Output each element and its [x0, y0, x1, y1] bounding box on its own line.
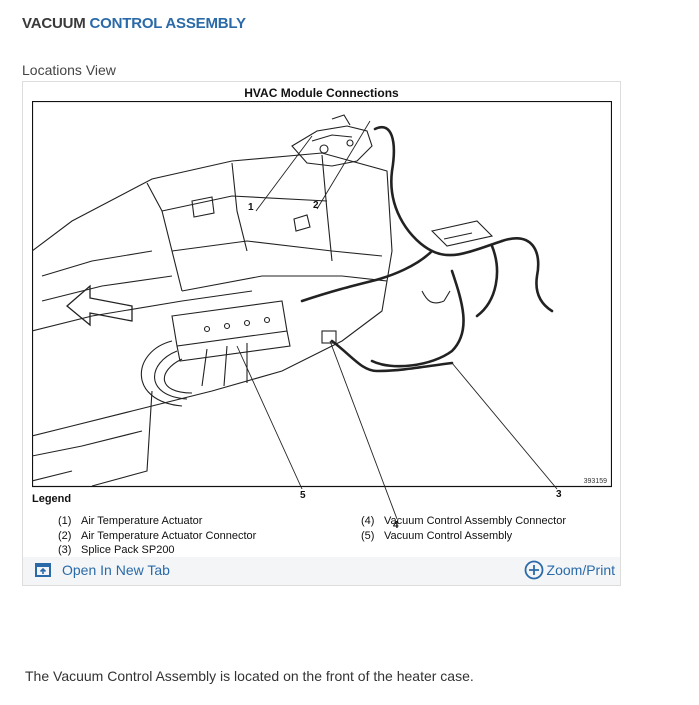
callout-2: 2 [313, 200, 319, 211]
figure-title: HVAC Module Connections [244, 86, 399, 100]
description-text: The Vacuum Control Assembly is located o… [25, 668, 474, 684]
legend-column-right: (4)Vacuum Control Assembly Connector (5)… [361, 514, 566, 543]
callout-labels: 1 2 3 4 5 [248, 200, 562, 531]
open-in-new-tab-label: Open In New Tab [62, 562, 170, 578]
wiring-harness [300, 126, 554, 373]
splice-pack [421, 220, 494, 304]
external-window-icon [35, 563, 51, 577]
callout-3: 3 [556, 489, 562, 500]
plus-circle-icon [524, 560, 543, 580]
legend-item: (2)Air Temperature Actuator Connector [58, 529, 257, 542]
direction-arrow [65, 284, 133, 327]
page-title: VACUUM CONTROL ASSEMBLY [22, 15, 246, 32]
zoom-print-label: Zoom/Print [546, 562, 615, 578]
legend-item: (1)Air Temperature Actuator [58, 515, 203, 527]
callout-5: 5 [300, 490, 306, 501]
callout-1: 1 [248, 202, 254, 213]
vacuum-control-assembly [140, 300, 337, 407]
callout-4: 4 [393, 520, 399, 531]
air-temperature-actuator [291, 114, 373, 167]
page-title-part1: VACUUM [22, 15, 86, 32]
legend-item: (4)Vacuum Control Assembly Connector [361, 515, 566, 527]
page-title-part2: CONTROL ASSEMBLY [89, 15, 246, 32]
open-in-new-tab-button[interactable]: Open In New Tab [35, 562, 170, 578]
legend-title: Legend [32, 493, 72, 505]
figure-action-bar: Open In New Tab Zoom/Print [23, 557, 620, 585]
section-label: Locations View [22, 62, 116, 78]
callout-lines [236, 120, 558, 520]
hvac-drawing: 1 2 3 4 5 [32, 101, 612, 531]
legend-column-left: (1)Air Temperature Actuator (2)Air Tempe… [58, 514, 256, 558]
legend-item: (3)Splice Pack SP200 [58, 544, 175, 556]
zoom-print-button[interactable]: Zoom/Print [524, 560, 615, 580]
heater-case [32, 152, 393, 487]
drawing-frame [32, 101, 612, 488]
figure-card: HVAC Module Connections [22, 81, 621, 586]
legend-item: (5)Vacuum Control Assembly [361, 529, 513, 542]
figure-code: 393159 [583, 478, 607, 485]
